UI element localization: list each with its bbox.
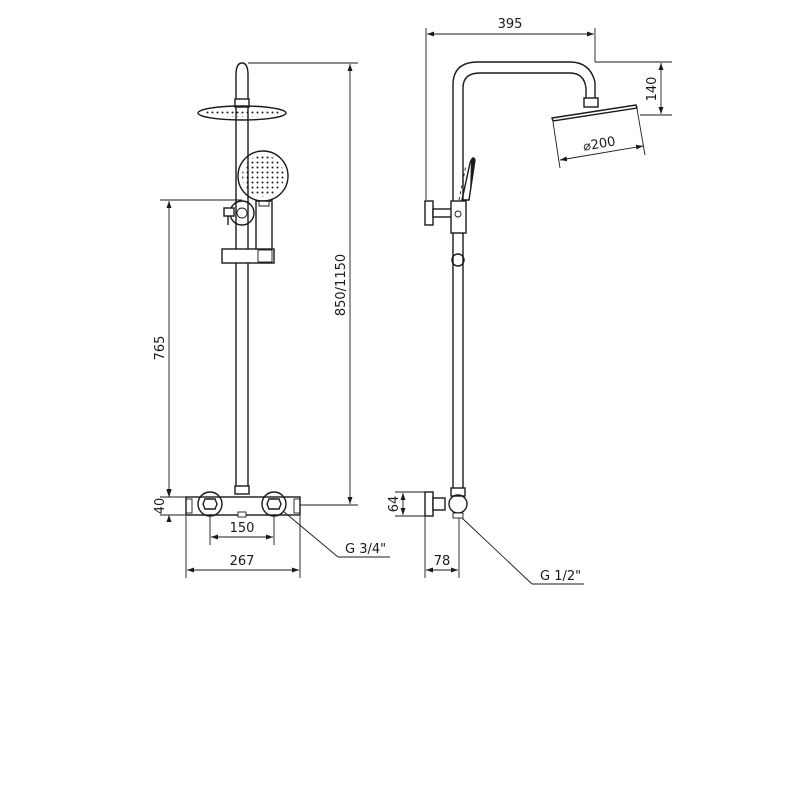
label-outlet-thread: G 1/2" xyxy=(540,569,581,584)
label-arm-projection: 395 xyxy=(498,17,523,32)
dim-inlet-spacing: 150 xyxy=(209,516,275,545)
dim-wall-offset: 78 xyxy=(424,516,460,578)
slider-holder xyxy=(221,248,275,264)
dim-column-height: 850/1150 xyxy=(248,62,358,506)
label-handshower-height: 765 xyxy=(153,336,168,361)
dim-head-drop: 140 xyxy=(595,61,672,116)
label-mixer-width: 267 xyxy=(230,554,255,569)
dim-mixer-height: 40 xyxy=(153,490,186,522)
label-head-diameter: ⌀200 xyxy=(582,134,617,154)
rain-shower-head-side xyxy=(551,104,638,122)
hand-shower-side xyxy=(458,157,476,201)
dim-arm-projection: 395 xyxy=(425,17,596,200)
label-inlet-spacing: 150 xyxy=(230,521,255,536)
pipe-ring xyxy=(234,485,250,495)
hand-shower xyxy=(237,150,289,254)
leader-inlet-thread: G 3/4" xyxy=(282,510,390,558)
mixer-side xyxy=(424,487,468,519)
side-view: 395 140 ⌀200 64 78 xyxy=(387,17,672,585)
gooseneck-arm xyxy=(452,61,599,490)
label-wall-offset: 78 xyxy=(434,554,451,569)
dim-mixer-depth: 64 xyxy=(387,491,425,517)
label-inlet-thread: G 3/4" xyxy=(345,542,386,557)
dim-handshower-height: 765 xyxy=(153,199,242,496)
label-mixer-depth: 64 xyxy=(387,496,402,513)
thermostatic-mixer xyxy=(185,491,301,518)
dim-mixer-width: 267 xyxy=(185,516,301,578)
column-pipe xyxy=(235,62,249,490)
rain-shower-head xyxy=(197,98,287,121)
upper-bracket-side xyxy=(424,200,467,234)
slider-side xyxy=(451,253,465,267)
label-column-height: 850/1150 xyxy=(334,254,349,316)
label-head-drop: 140 xyxy=(645,77,660,102)
front-view: 850/1150 765 40 150 267 xyxy=(153,62,390,578)
label-mixer-height: 40 xyxy=(153,498,168,515)
dim-head-diameter: ⌀200 xyxy=(552,108,646,169)
leader-outlet-thread: G 1/2" xyxy=(461,517,584,585)
upper-bracket xyxy=(223,200,255,226)
